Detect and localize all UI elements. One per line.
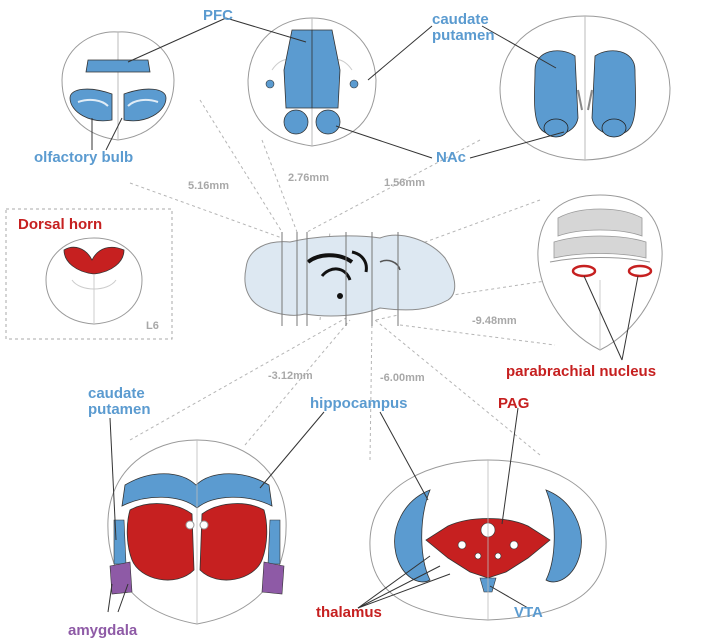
section-brainstem — [538, 195, 662, 350]
section-caudate-nac — [500, 16, 670, 160]
label-nac: NAc — [436, 150, 466, 166]
label-amygdala: amygdala — [68, 623, 137, 639]
section-olfactory-bulb — [62, 32, 174, 140]
distance-label-3: 1.56mm — [384, 177, 425, 189]
label-parabrachial-nucleus: parabrachial nucleus — [506, 364, 656, 380]
label-thalamus: thalamus — [316, 605, 382, 621]
distance-label-6: -6.00mm — [380, 372, 425, 384]
distance-label-2: 2.76mm — [288, 172, 329, 184]
label-caudate-putamen-bottom: caudate putamen — [88, 386, 151, 418]
section-thalamus — [108, 440, 286, 624]
distance-label-1: 5.16mm — [188, 180, 229, 192]
distance-label-5: -3.12mm — [268, 370, 313, 382]
label-dorsal-horn: Dorsal horn — [18, 217, 102, 233]
section-pfc — [248, 18, 376, 146]
label-pag: PAG — [498, 396, 529, 412]
label-l6: L6 — [146, 320, 159, 332]
label-vta: VTA — [514, 605, 543, 621]
label-pfc: PFC — [203, 8, 233, 24]
section-pag-vta — [370, 460, 606, 620]
sagittal-brain — [245, 232, 455, 326]
label-olfactory-bulb: olfactory bulb — [34, 150, 133, 166]
label-hippocampus: hippocampus — [310, 396, 408, 412]
distance-label-4: -9.48mm — [472, 315, 517, 327]
label-caudate-putamen-top: caudate putamen — [432, 12, 495, 44]
